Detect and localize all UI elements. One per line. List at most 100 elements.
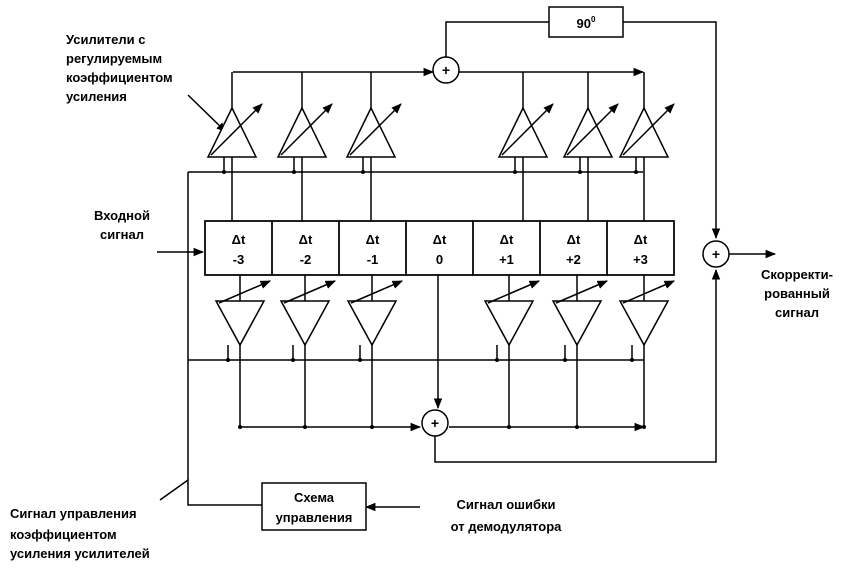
amplifier-lower	[279, 280, 336, 347]
label-error-line-2: от демодулятора	[451, 519, 563, 534]
junction-dot	[370, 425, 374, 429]
delay-cell-box	[606, 220, 675, 276]
amplifier-upper	[562, 103, 619, 158]
delay-cell: Δt -2	[271, 220, 340, 276]
junction-dot	[563, 358, 567, 362]
amplifier-triangle	[483, 300, 535, 347]
control-block-line-2: управления	[276, 510, 353, 525]
amplifier-triangle	[214, 300, 266, 347]
gain-arrow	[501, 103, 554, 156]
label-input-line-1: Входной	[94, 208, 150, 223]
gain-arrow	[350, 280, 403, 304]
pointer-amplifiers	[187, 94, 227, 133]
delay-cell-tap: 0	[436, 252, 443, 267]
amplifier-triangle	[346, 300, 398, 347]
amplifier-triangle	[345, 106, 397, 158]
delay-cell-tap: +2	[566, 252, 581, 267]
gain-arrow	[210, 103, 263, 156]
delay-cell-tap: -2	[300, 252, 312, 267]
junction-dot	[507, 425, 511, 429]
amplifier-triangle	[206, 106, 258, 158]
gain-arrow	[487, 280, 540, 304]
label-output-line-2: рованный	[764, 286, 830, 301]
delay-cell-symbol: Δt	[634, 232, 648, 247]
amplifier-triangle	[279, 300, 331, 347]
amplifier-triangle	[497, 106, 549, 158]
signal-wires	[157, 21, 777, 512]
label-error-line-1: Сигнал ошибки	[456, 497, 555, 512]
junction-dot	[222, 170, 226, 174]
amplifier-triangle	[618, 300, 670, 347]
delay-line-frame	[204, 220, 675, 276]
label-control-line-1: Сигнал управления	[10, 506, 137, 521]
label-input-signal: Входной сигнал	[94, 208, 150, 242]
amplifier-triangle	[618, 106, 670, 158]
amplifier-lower	[618, 280, 675, 347]
delay-cell-symbol: Δt	[500, 232, 514, 247]
label-control-line-3: усиления усилителей	[10, 546, 150, 561]
wire-control-vertical	[187, 172, 262, 506]
phase-shifter-label: 900	[577, 15, 596, 31]
delay-cell-symbol: Δt	[366, 232, 380, 247]
amplifier-lower	[346, 280, 403, 347]
summer-output-symbol: +	[712, 246, 720, 262]
amplifier-triangle	[562, 106, 614, 158]
delay-cell-symbol: Δt	[567, 232, 581, 247]
junction-dot	[634, 170, 638, 174]
summer-bottom-symbol: +	[431, 415, 439, 431]
junction-dot	[575, 425, 579, 429]
amplifier-upper	[618, 103, 675, 158]
delay-cell-symbol: Δt	[433, 232, 447, 247]
delay-cell-tap: +3	[633, 252, 648, 267]
junction-dot	[303, 425, 307, 429]
amplifier-lower	[214, 280, 271, 347]
delay-cell-symbol: Δt	[232, 232, 246, 247]
label-control-line-2: коэффициентом	[10, 527, 117, 542]
delay-cell-tap: +1	[499, 252, 514, 267]
gain-arrow	[283, 280, 336, 304]
summer-top-symbol: +	[442, 62, 450, 78]
label-amplifiers: Усилители с регулируемым коэффициентом у…	[66, 32, 173, 104]
gain-arrow	[566, 103, 619, 156]
label-amplifiers-line-4: усиления	[66, 89, 127, 104]
control-block: Схема управления	[261, 482, 367, 531]
gain-arrow	[622, 103, 675, 156]
gain-arrow	[622, 280, 675, 304]
junction-dot	[630, 358, 634, 362]
wire-bottom-summer-to-output	[434, 268, 721, 463]
junction-dot	[292, 170, 296, 174]
gain-arrow	[555, 280, 608, 304]
amplifier-lower	[483, 280, 540, 347]
junction-dot	[495, 358, 499, 362]
label-amplifiers-line-3: коэффициентом	[66, 70, 173, 85]
amplifier-upper	[276, 103, 333, 158]
delay-cell-tap: -1	[367, 252, 379, 267]
gain-arrow	[280, 103, 333, 156]
gain-arrow	[218, 280, 271, 304]
pointer-control-signal	[159, 479, 189, 501]
junction-dot	[358, 358, 362, 362]
label-amplifiers-line-2: регулируемым	[66, 51, 162, 66]
label-output-signal: Скорректи- рованный сигнал	[761, 267, 833, 320]
summer-output: +	[702, 240, 730, 268]
control-block-line-1: Схема	[294, 490, 335, 505]
amplifier-upper	[345, 103, 402, 158]
junction-dot	[642, 425, 646, 429]
junction-dot	[226, 358, 230, 362]
label-amplifiers-line-1: Усилители с	[66, 32, 145, 47]
amplifier-upper	[497, 103, 554, 158]
summer-top: +	[432, 56, 460, 84]
junction-dot	[578, 170, 582, 174]
junction-dot	[513, 170, 517, 174]
label-error-signal: Сигнал ошибки от демодулятора	[451, 497, 563, 534]
junction-dot	[291, 358, 295, 362]
delay-cell-symbol: Δt	[299, 232, 313, 247]
delay-cell: Δt +3	[606, 220, 675, 276]
amplifier-triangle	[551, 300, 603, 347]
label-output-line-3: сигнал	[775, 305, 819, 320]
junction-dot	[361, 170, 365, 174]
amplifier-triangle	[276, 106, 328, 158]
wire-to-phase-shifter	[445, 21, 549, 57]
